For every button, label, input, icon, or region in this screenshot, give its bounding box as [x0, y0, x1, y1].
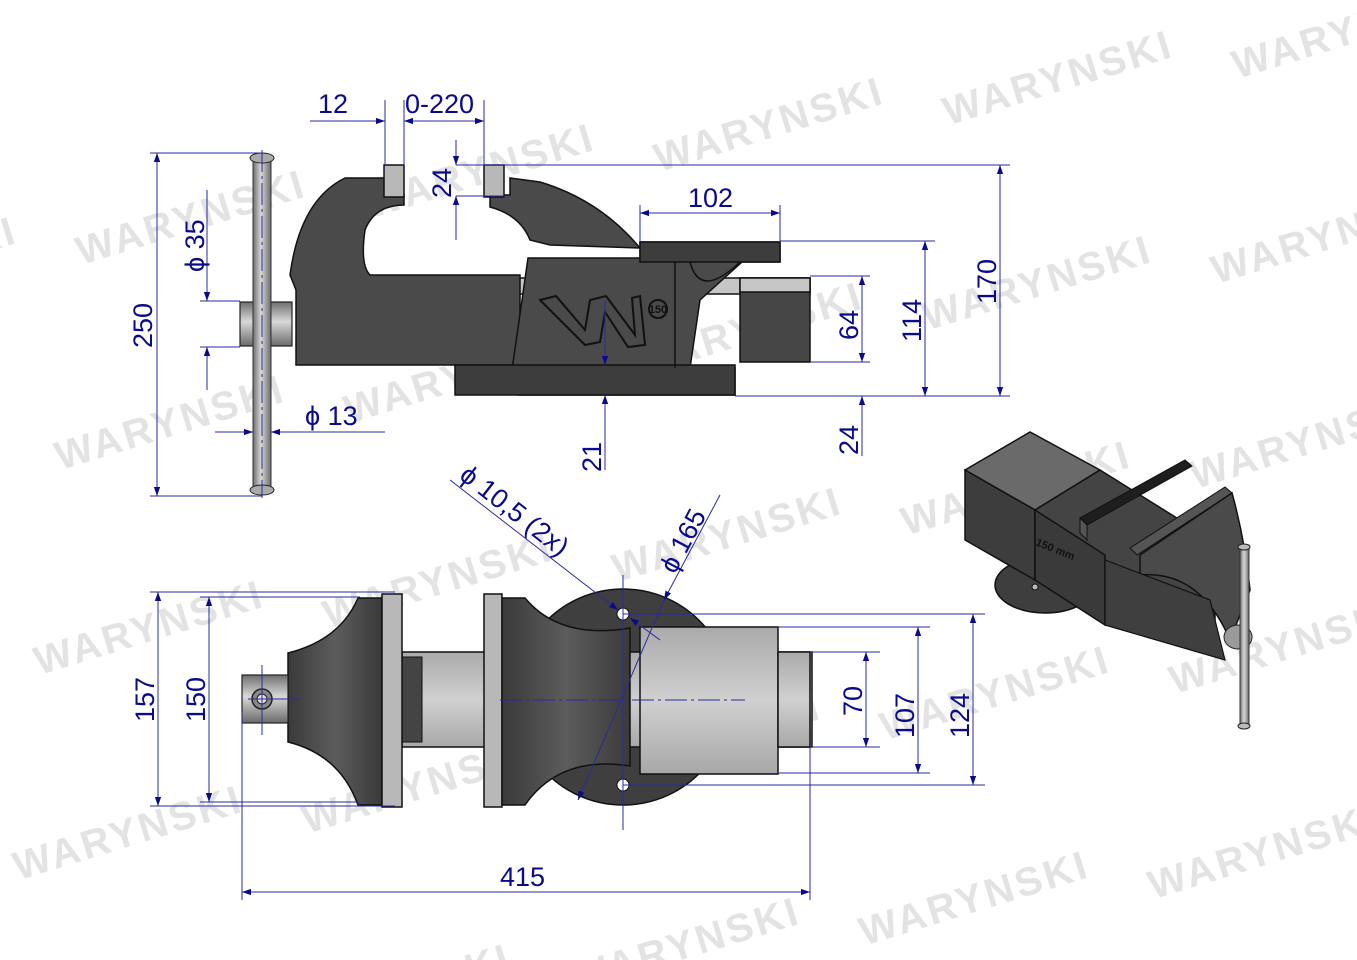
dim-slide-width: 70 [838, 686, 868, 716]
dim-total-height: 250 [128, 303, 158, 348]
brand-emblem-icon [538, 294, 647, 349]
jaw-plate-moving-top [381, 593, 403, 808]
jaw-plate-fixed [483, 164, 505, 198]
dim-anvil-length: 102 [688, 183, 733, 213]
watermark-text: WARYNSKI [8, 777, 249, 889]
dim-total-length: 415 [500, 862, 545, 892]
watermark-text: WARYNSKI [649, 69, 890, 181]
moving-jaw-top [287, 597, 383, 806]
iso-handle[interactable] [1239, 544, 1250, 726]
dim-overall-height: 170 [972, 259, 1002, 304]
watermark-text: WARYNSKI [1185, 386, 1357, 498]
watermark-text: WARYNSKI [0, 414, 1, 526]
watermark-text: WARYNSKI [917, 228, 1158, 340]
dim-jaw-opening: 0-220 [405, 89, 474, 119]
base [454, 364, 736, 396]
dim-anvil-height: 114 [897, 299, 927, 342]
watermark-text: WARYNSKI [1206, 181, 1357, 293]
top-view [241, 575, 813, 830]
dim-hole-spacing: 124 [945, 693, 975, 738]
dim-width-outer: 157 [130, 677, 160, 722]
anvil [639, 241, 781, 263]
watermark-text: WARYNSKI [1227, 0, 1357, 88]
dim-width-jaw: 150 [181, 677, 211, 722]
moving-jaw [289, 177, 521, 366]
watermark-text: WARYNSKI [565, 889, 806, 960]
dim-body-width: 107 [890, 693, 920, 738]
side-view-dimensions: 12 0-220 24 102 250 ϕ 35 ϕ 13 21 [128, 89, 1010, 497]
watermark-text: WARYNSKI [854, 843, 1095, 955]
side-view: 150 [239, 150, 811, 498]
size-badge-icon [648, 299, 668, 319]
fixed-jaw-head [489, 177, 642, 249]
dim-handle-diameter: ϕ 13 [305, 401, 358, 431]
watermark-text: WARYNSKI [0, 209, 22, 321]
jaw-plate-moving [383, 164, 405, 198]
dim-base-height: 24 [834, 425, 864, 455]
watermark-text: WARYNSKI [607, 479, 848, 591]
watermark-text: WARYNSKI [276, 936, 517, 960]
dim-slide-height: 64 [834, 310, 864, 340]
dim-base-offset: 21 [577, 442, 607, 472]
dim-jaw-thickness: 12 [318, 89, 348, 119]
size-badge-text: 150 [649, 304, 667, 316]
watermark-text: WARYNSKI [1143, 796, 1357, 908]
iso-view: 150 mm [963, 431, 1253, 730]
jaw-plate-fixed-top [483, 593, 503, 808]
dim-jaw-height: 24 [427, 168, 457, 198]
watermark-text: WARYNSKI [29, 572, 270, 684]
dim-handle-bore: ϕ 35 [180, 219, 210, 272]
watermark-text: WARYNSKI [938, 22, 1179, 134]
